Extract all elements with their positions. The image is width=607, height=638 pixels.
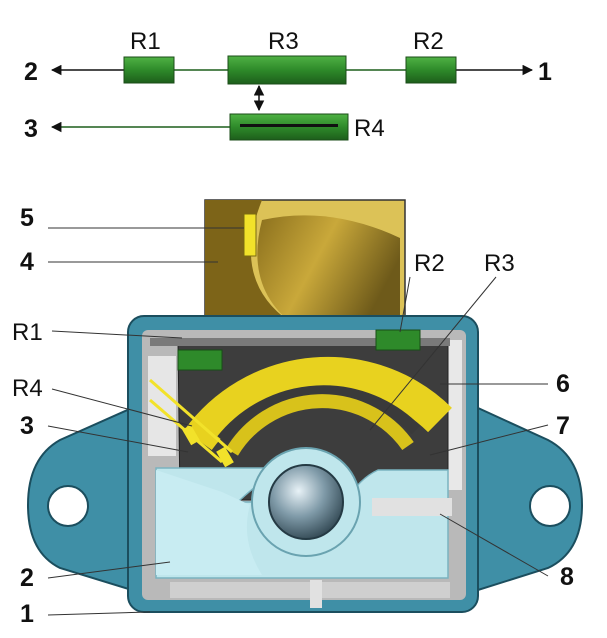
callout-6: 6	[556, 370, 570, 398]
resistor-r3	[227, 55, 347, 85]
label-r2: R2	[413, 28, 444, 55]
callout-7: 7	[556, 412, 570, 440]
resistor-r1-chip	[177, 349, 223, 371]
connector-body	[257, 215, 400, 322]
track-r3	[184, 356, 452, 451]
interior-right-wall	[448, 340, 462, 490]
resistor-r1	[123, 56, 175, 84]
terminal-1-top: 1	[538, 58, 552, 86]
pin-5	[243, 213, 257, 257]
wiper-arm	[156, 470, 262, 575]
terminal-3-bottom: 3	[24, 115, 38, 143]
mounting-hole-left	[47, 485, 89, 527]
terminal-2-top: 2	[24, 58, 38, 86]
mounting-hole-right	[529, 485, 571, 527]
track-r4	[226, 394, 414, 456]
interior-left-wall	[148, 356, 176, 456]
label-r1: R1	[130, 28, 161, 55]
track-r3-inner	[217, 385, 421, 444]
callout-r4: R4	[12, 375, 43, 402]
callout-r1: R1	[12, 319, 43, 346]
schematic: R1 R3 R2 R4 2 1 3	[24, 28, 552, 143]
callout-3: 3	[20, 412, 34, 440]
callout-2: 2	[20, 564, 34, 592]
callout-r2: R2	[414, 250, 445, 277]
lead-a	[149, 378, 233, 454]
resistor-r4-trace	[240, 124, 338, 127]
callout-r3: R3	[484, 250, 515, 277]
lower-post	[310, 580, 322, 608]
callout-8: 8	[560, 563, 574, 591]
label-r3: R3	[268, 28, 299, 55]
callout-4: 4	[20, 248, 34, 276]
connector-shading	[205, 200, 290, 322]
contact-pad-1	[182, 424, 200, 446]
resistor-r2-chip	[375, 329, 421, 351]
callout-leaders	[47, 227, 549, 616]
board-highlight	[150, 338, 450, 346]
center-strip	[372, 498, 452, 516]
resistor-r2	[405, 56, 457, 84]
callout-1: 1	[20, 600, 34, 628]
shaft	[268, 464, 344, 540]
contact-pad-2	[216, 446, 234, 468]
sensor-illustration	[26, 199, 584, 613]
label-r4: R4	[354, 115, 385, 142]
callout-5: 5	[20, 204, 34, 232]
